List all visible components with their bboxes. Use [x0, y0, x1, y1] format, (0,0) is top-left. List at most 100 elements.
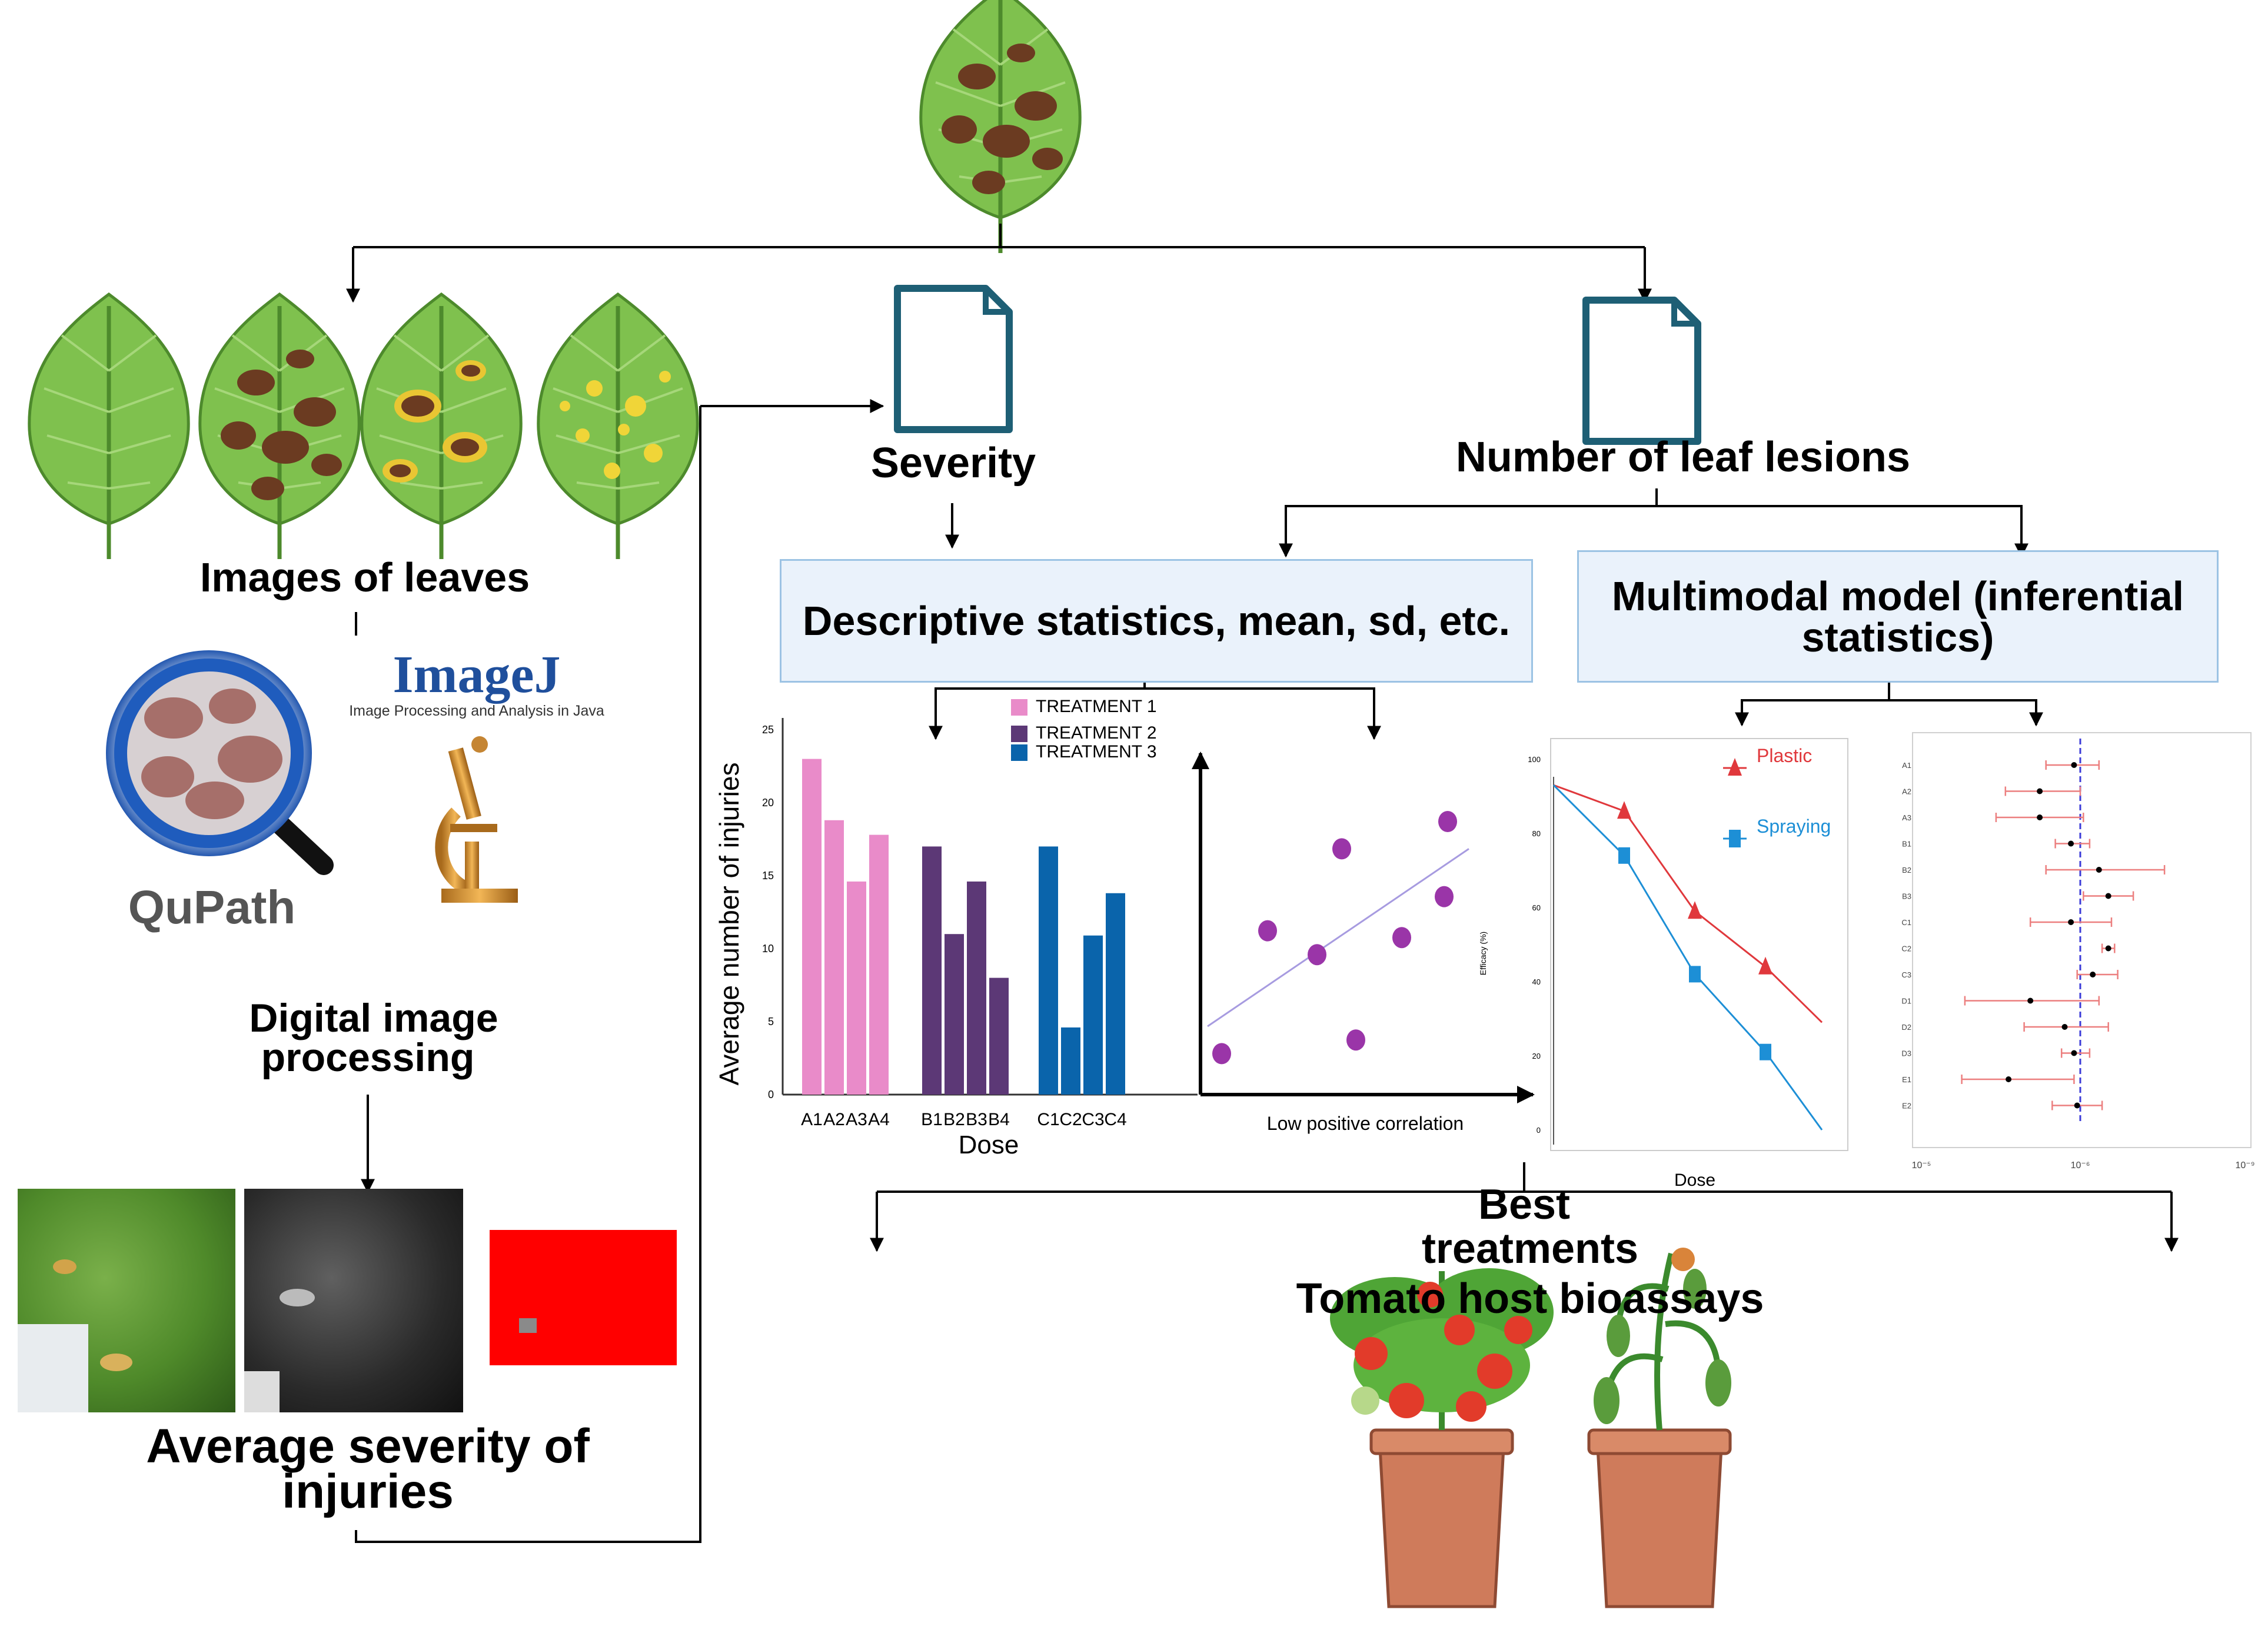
legend-label: Spraying	[1757, 816, 1831, 837]
bar-x-tick-label: B3	[966, 1110, 987, 1129]
forest-y-tick-label: A1	[1902, 761, 1911, 770]
line-y-tick-label: 20	[1532, 1052, 1541, 1060]
lesion-mask-photo	[490, 1230, 677, 1365]
scatter-point	[1332, 838, 1351, 860]
legend-label: TREATMENT 3	[1036, 742, 1157, 762]
bar	[802, 759, 822, 1095]
scatter-caption: Low positive correlation	[1267, 1113, 1464, 1134]
forest-y-tick-label: C2	[1901, 945, 1911, 953]
trend-line	[1207, 848, 1469, 1028]
average-severity-label-2: injuries	[282, 1465, 454, 1518]
imagej-logo-text: ImageJ	[393, 646, 561, 704]
magnifier-icon	[106, 650, 334, 875]
forest-x-tick-label: 10⁻⁶	[2071, 1161, 2090, 1171]
multimodal-model-text: Multimodal model (inferential statistics…	[1611, 573, 2184, 660]
line-x-axis-label: Dose	[1674, 1171, 1715, 1190]
forest-y-tick-label: E1	[1902, 1075, 1911, 1084]
bar	[989, 977, 1009, 1095]
bar-y-tick-label: 5	[768, 1016, 774, 1028]
digital-processing-label-2: processing	[261, 1035, 475, 1080]
point-estimate	[2105, 893, 2111, 899]
forest-y-tick-label: C3	[1901, 970, 1911, 979]
average-severity-label-1: Average severity of	[146, 1419, 590, 1473]
point-estimate	[2096, 867, 2102, 873]
legend-swatch	[1011, 744, 1027, 761]
best-treatments-label-1: Best	[1478, 1181, 1571, 1228]
forest-y-tick-label: D1	[1901, 997, 1911, 1006]
bar	[922, 846, 942, 1095]
bar-x-tick-label: B1	[921, 1110, 943, 1129]
forest-y-tick-label: E2	[1902, 1102, 1911, 1110]
forest-y-tick-label: D3	[1901, 1049, 1911, 1058]
line-y-tick-label: 100	[1528, 755, 1541, 764]
bar	[1106, 893, 1125, 1095]
scatter-point	[1392, 927, 1411, 949]
line-point-triangle	[1758, 956, 1773, 975]
bar	[1083, 935, 1103, 1095]
scatter-point	[1346, 1029, 1365, 1051]
bar-x-tick-label: A2	[823, 1110, 845, 1129]
point-estimate	[2068, 919, 2074, 925]
bar-x-tick-label: C1	[1037, 1110, 1059, 1129]
file-icon-lesions	[1586, 300, 1698, 441]
descriptive-statistics-text: Descriptive statistics, mean, sd, etc.	[802, 598, 1511, 644]
point-estimate	[2061, 1024, 2068, 1030]
legend-swatch	[1011, 726, 1027, 742]
forest-x-tick-label: 10⁻⁹	[2235, 1161, 2254, 1171]
line-y-tick-label: 0	[1537, 1126, 1541, 1135]
forest-y-tick-label: D2	[1901, 1023, 1911, 1032]
tomato-plant-healthy-icon	[1330, 1268, 1554, 1608]
qupath-logo-text: QuPath	[128, 881, 296, 933]
point-estimate	[2071, 762, 2077, 768]
file-icon	[897, 288, 1009, 430]
microscope-icon	[435, 736, 518, 903]
point-estimate	[2027, 997, 2034, 1004]
line-y-tick-label: 60	[1532, 903, 1541, 912]
severity-label: Severity	[870, 440, 1036, 487]
forest-y-tick-label: C1	[1901, 918, 1911, 927]
images-of-leaves-label: Images of leaves	[199, 554, 530, 600]
bar	[1039, 846, 1058, 1095]
scatter-point	[1212, 1043, 1231, 1065]
scatter-point	[1438, 811, 1457, 832]
leaf-photo	[18, 1189, 235, 1412]
bar-x-axis-label: Dose	[959, 1130, 1019, 1159]
descriptive-statistics-box: Descriptive statistics, mean, sd, etc.	[780, 559, 1533, 683]
bar	[1061, 1027, 1080, 1095]
legend-swatch	[1011, 699, 1027, 716]
bar-y-axis-label: Average number of injuries	[714, 763, 744, 1086]
point-estimate	[2071, 1050, 2077, 1056]
line-point-square	[1760, 1043, 1771, 1060]
leaf-lesions-icon	[200, 294, 359, 559]
scatter-chart: Low positive correlation	[1192, 752, 1535, 1134]
point-estimate	[2074, 1102, 2080, 1109]
forest-y-tick-label: B1	[1902, 840, 1911, 849]
imagej-subtitle: Image Processing and Analysis in Java	[349, 703, 604, 719]
bar-x-tick-label: A4	[868, 1110, 890, 1129]
legend-label: TREATMENT 2	[1036, 723, 1157, 743]
multimodal-model-box: Multimodal model (inferential statistics…	[1577, 550, 2219, 683]
bar-x-tick-label: C4	[1104, 1110, 1126, 1129]
tomato-bioassays-label: Tomato host bioassays	[1296, 1275, 1764, 1322]
best-treatments-label-2: treatments	[1421, 1225, 1639, 1272]
scatter-point	[1435, 886, 1454, 907]
bar-x-tick-label: A1	[801, 1110, 823, 1129]
bar	[824, 820, 844, 1095]
line-point-triangle	[1617, 801, 1631, 819]
bar-x-tick-label: C2	[1059, 1110, 1082, 1129]
line-y-tick-label: 80	[1532, 829, 1541, 838]
point-estimate	[2090, 972, 2096, 977]
bar-x-tick-label: A3	[846, 1110, 867, 1129]
leaf-chlorosis-icon	[538, 294, 697, 559]
bar	[869, 834, 889, 1095]
bar-y-tick-label: 25	[762, 724, 774, 736]
top-leaf-icon	[921, 0, 1080, 253]
leaf-healthy-icon	[29, 294, 188, 559]
legend-label: Plastic	[1757, 745, 1812, 766]
bar	[847, 881, 866, 1095]
point-estimate	[2006, 1076, 2012, 1082]
line-y-axis-label: Efficacy (%)	[1478, 932, 1488, 975]
